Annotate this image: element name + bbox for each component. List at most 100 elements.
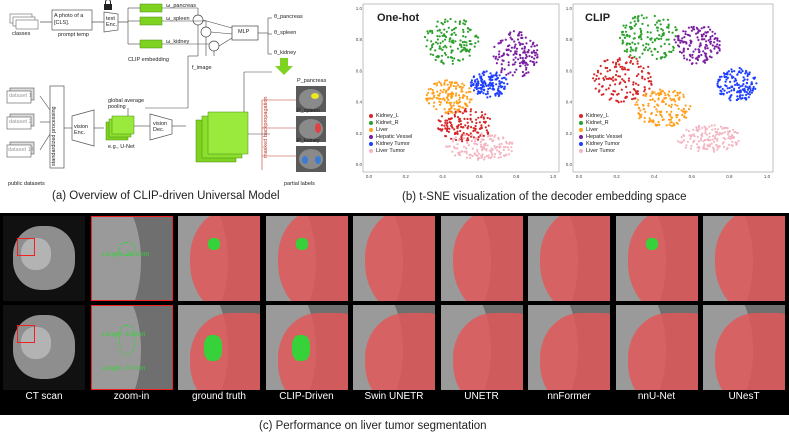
dataset-stacks-icon (6, 87, 35, 158)
legend-item: Kidney_L (369, 112, 412, 119)
tsne-point (640, 14, 643, 17)
tsne-point (523, 45, 526, 48)
segmentation-tile (528, 216, 610, 301)
tsne-point (498, 74, 501, 77)
tsne-point (480, 138, 483, 141)
tsne-point (507, 33, 511, 36)
tsne-point (458, 59, 461, 62)
tsne-point (459, 105, 462, 108)
tsne-point (734, 83, 737, 86)
tsne-point (722, 93, 725, 96)
tsne-point (480, 132, 483, 135)
tsne-point (668, 118, 671, 121)
tsne-point (426, 99, 429, 102)
tsne-point (685, 42, 688, 45)
tsne-point (431, 46, 434, 49)
tsne-point (649, 94, 652, 98)
tsne-point (748, 90, 751, 94)
tsne-point (667, 23, 670, 26)
tsne-point (450, 137, 453, 140)
tsne-point (650, 50, 653, 53)
tsne-point (655, 57, 658, 61)
tsne-point (694, 48, 697, 51)
tsne-point (688, 134, 691, 137)
tsne-point (448, 109, 451, 113)
segmentation-tile (265, 216, 348, 301)
tsne-point (461, 150, 464, 153)
tsne-point (512, 53, 515, 56)
tsne-point (476, 84, 480, 87)
tsne-point (507, 61, 510, 64)
tsne-point (449, 17, 452, 21)
tsne-point (489, 72, 492, 75)
tsne-point (480, 156, 484, 159)
tsne-point (648, 47, 651, 50)
tsne-point (624, 81, 627, 84)
tsne-point (697, 124, 701, 127)
tsne-point (441, 23, 445, 26)
tsne-point (612, 76, 615, 79)
tsne-point (668, 90, 671, 93)
tsne-point (685, 116, 688, 119)
tsne-point (644, 92, 647, 95)
tsne-point (709, 28, 712, 31)
tsne-point (443, 81, 446, 85)
tsne-point (514, 56, 517, 59)
tsne-point (452, 39, 455, 42)
tsne-point (695, 62, 698, 65)
tsne-point (702, 50, 705, 53)
tsne-point (736, 82, 739, 85)
tsne-point (506, 146, 509, 149)
tsne-point (466, 121, 469, 124)
tsne-point (637, 112, 640, 115)
p-label-pancreas: P_pancreas (297, 78, 327, 84)
tsne-point (507, 64, 510, 67)
tsne-point (432, 42, 435, 46)
tsne-point (456, 130, 459, 133)
tsne-point (515, 68, 518, 71)
tsne-point (512, 58, 515, 61)
tsne-point (439, 82, 442, 85)
tsne-point (431, 92, 434, 95)
tsne-point (674, 35, 677, 38)
tsne-point (513, 71, 516, 74)
tsne-point (631, 41, 634, 44)
tsne-xtick-label: 0.4 (651, 174, 658, 179)
ct-scan-tile (3, 216, 85, 301)
tsne-point (468, 48, 472, 51)
tsne-point (444, 135, 448, 138)
tsne-point (748, 71, 751, 74)
tsne-point (697, 38, 700, 42)
tsne-point (636, 60, 639, 63)
tsne-point (705, 133, 708, 136)
tsne-point (723, 75, 726, 79)
tsne-point (436, 55, 439, 58)
tsne-point (690, 144, 693, 147)
tsne-point (501, 67, 504, 70)
tsne-point (512, 30, 515, 33)
tsne-point (647, 102, 650, 105)
tsne-point (698, 128, 701, 131)
tsne-point (730, 144, 733, 147)
tsne-ytick-label: 0.2 (356, 131, 363, 136)
tsne-point (668, 50, 671, 53)
tsne-point (476, 80, 479, 83)
tsne-point (682, 93, 685, 96)
tsne-point (653, 39, 657, 42)
tsne-point (642, 108, 645, 111)
tsne-point (655, 26, 658, 29)
tsne-point (747, 87, 750, 90)
legend-item: Hepatic Vessel (369, 133, 412, 140)
tsne-point (727, 70, 730, 73)
tsne-point (678, 118, 681, 121)
tsne-point (683, 139, 686, 142)
gap-label: global average pooling (108, 98, 145, 111)
tsne-point (645, 16, 648, 19)
legend-swatch (579, 134, 583, 139)
tsne-point (668, 104, 671, 107)
tsne-point (680, 51, 683, 54)
tsne-point (494, 94, 497, 97)
tsne-point (492, 139, 495, 142)
tsne-point (655, 114, 658, 117)
